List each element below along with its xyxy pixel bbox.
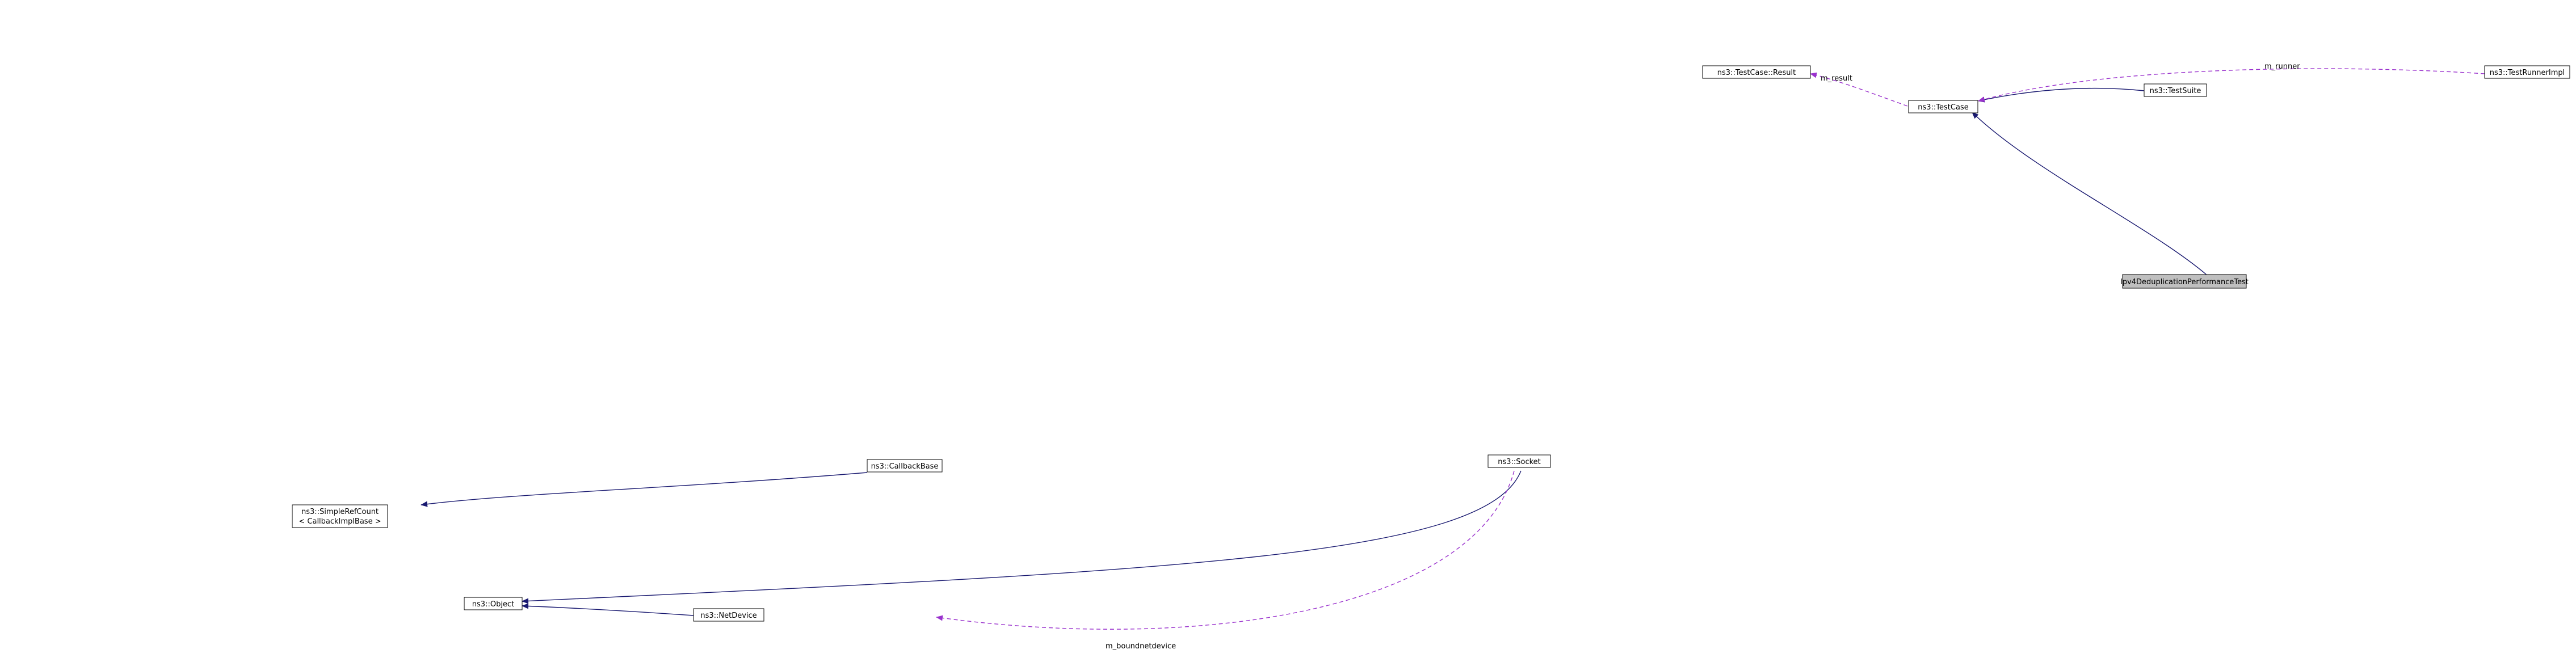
node-testsuite[interactable]: ns3::TestSuite bbox=[2144, 83, 2207, 97]
node-netdevice[interactable]: ns3::NetDevice bbox=[693, 608, 764, 622]
node-object-label: ns3::Object bbox=[472, 600, 514, 609]
node-result[interactable]: ns3::TestCase::Result bbox=[1702, 65, 1811, 79]
node-testcase[interactable]: ns3::TestCase bbox=[1908, 100, 1978, 113]
node-simplerefcount-line-1: ns3::SimpleRefCount bbox=[301, 508, 379, 516]
edge-socket-to-netdevice bbox=[936, 470, 1515, 630]
node-netdevice-label: ns3::NetDevice bbox=[700, 612, 757, 620]
node-simplerefcount-callbackimplbase[interactable]: ns3::SimpleRefCount < CallbackImplBase > bbox=[292, 504, 388, 528]
node-object[interactable]: ns3::Object bbox=[464, 597, 523, 610]
node-simplerefcount-line-2: < CallbackImplBase > bbox=[299, 517, 381, 526]
node-result-label: ns3::TestCase::Result bbox=[1717, 69, 1796, 77]
edge-label-m-boundnetdevice: m_boundnetdevice bbox=[1106, 642, 1176, 651]
node-focus[interactable]: Ipv4DeduplicationPerformanceTest bbox=[2120, 274, 2249, 289]
node-testsuite-label: ns3::TestSuite bbox=[2150, 87, 2201, 95]
edge-testsuite-to-testcase bbox=[1978, 88, 2145, 103]
node-socket[interactable]: ns3::Socket bbox=[1487, 454, 1551, 468]
edge-socket-to-object bbox=[522, 470, 1522, 604]
node-callbackbase[interactable]: ns3::CallbackBase bbox=[867, 459, 943, 473]
edge-label-m-runner: m_runner bbox=[2264, 62, 2300, 71]
edge-netdevice-to-object bbox=[522, 603, 694, 616]
node-socket-label: ns3::Socket bbox=[1498, 458, 1541, 466]
node-focus-label: Ipv4DeduplicationPerformanceTest bbox=[2120, 278, 2249, 286]
edge-runner-to-testcase bbox=[1978, 68, 2485, 102]
edge-callbackbase-to-simplerefcount bbox=[421, 472, 868, 507]
edge-label-m-result: m_result bbox=[1821, 74, 1852, 83]
edge-focus-to-testcase bbox=[1972, 112, 2208, 276]
node-runner[interactable]: ns3::TestRunnerImpl bbox=[2484, 65, 2570, 79]
node-testcase-label: ns3::TestCase bbox=[1918, 103, 1968, 112]
node-callbackbase-label: ns3::CallbackBase bbox=[871, 462, 939, 471]
edge-testcase-to-result bbox=[1810, 72, 1908, 107]
node-runner-label: ns3::TestRunnerImpl bbox=[2490, 69, 2565, 77]
